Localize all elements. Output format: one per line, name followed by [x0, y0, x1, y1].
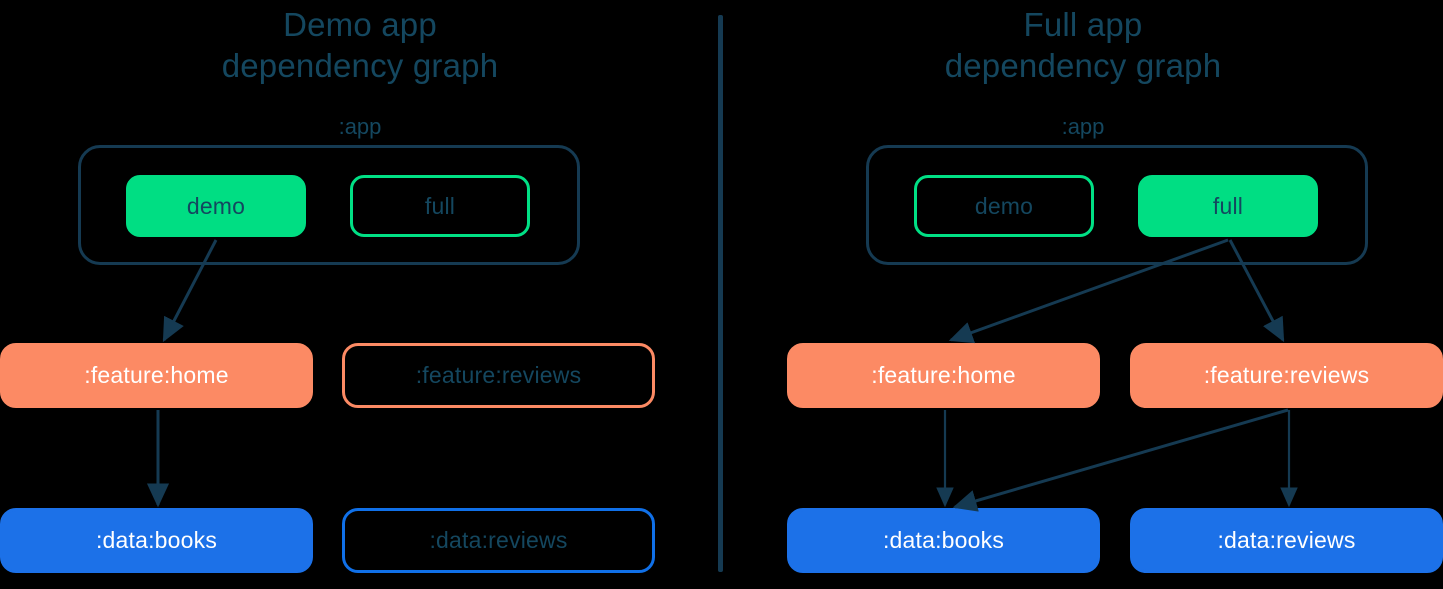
- node-demo-data-books[interactable]: :data:books: [0, 508, 313, 573]
- node-demo-data-reviews[interactable]: :data:reviews: [342, 508, 655, 573]
- panel-title-full: Full app dependency graph: [944, 6, 1222, 84]
- node-demo-variant-demo[interactable]: demo: [126, 175, 306, 237]
- node-full-feature-home[interactable]: :feature:home: [787, 343, 1100, 408]
- demo-edges: [146, 239, 218, 508]
- demo-app-panel: Demo app dependency graph :app demo full…: [0, 0, 720, 589]
- full-app-panel: Full app dependency graph :app demo full…: [723, 0, 1443, 589]
- node-full-feature-reviews[interactable]: :feature:reviews: [1130, 343, 1443, 408]
- node-demo-feature-reviews[interactable]: :feature:reviews: [342, 343, 655, 408]
- panel-divider: [718, 15, 723, 572]
- panel-title-demo: Demo app dependency graph: [221, 6, 499, 84]
- node-full-data-books[interactable]: :data:books: [787, 508, 1100, 573]
- edge-full-feature-reviews-to-data-books: [952, 408, 1289, 512]
- app-module-container-demo: [78, 145, 580, 265]
- node-demo-feature-home[interactable]: :feature:home: [0, 343, 313, 408]
- full-edges: [936, 238, 1298, 512]
- node-full-data-reviews[interactable]: :data:reviews: [1130, 508, 1443, 573]
- node-full-variant-full[interactable]: full: [1138, 175, 1318, 237]
- node-full-variant-demo[interactable]: demo: [914, 175, 1094, 237]
- node-demo-variant-full[interactable]: full: [350, 175, 530, 237]
- app-module-label-full: :app: [1061, 114, 1105, 139]
- app-module-label-demo: :app: [338, 114, 382, 139]
